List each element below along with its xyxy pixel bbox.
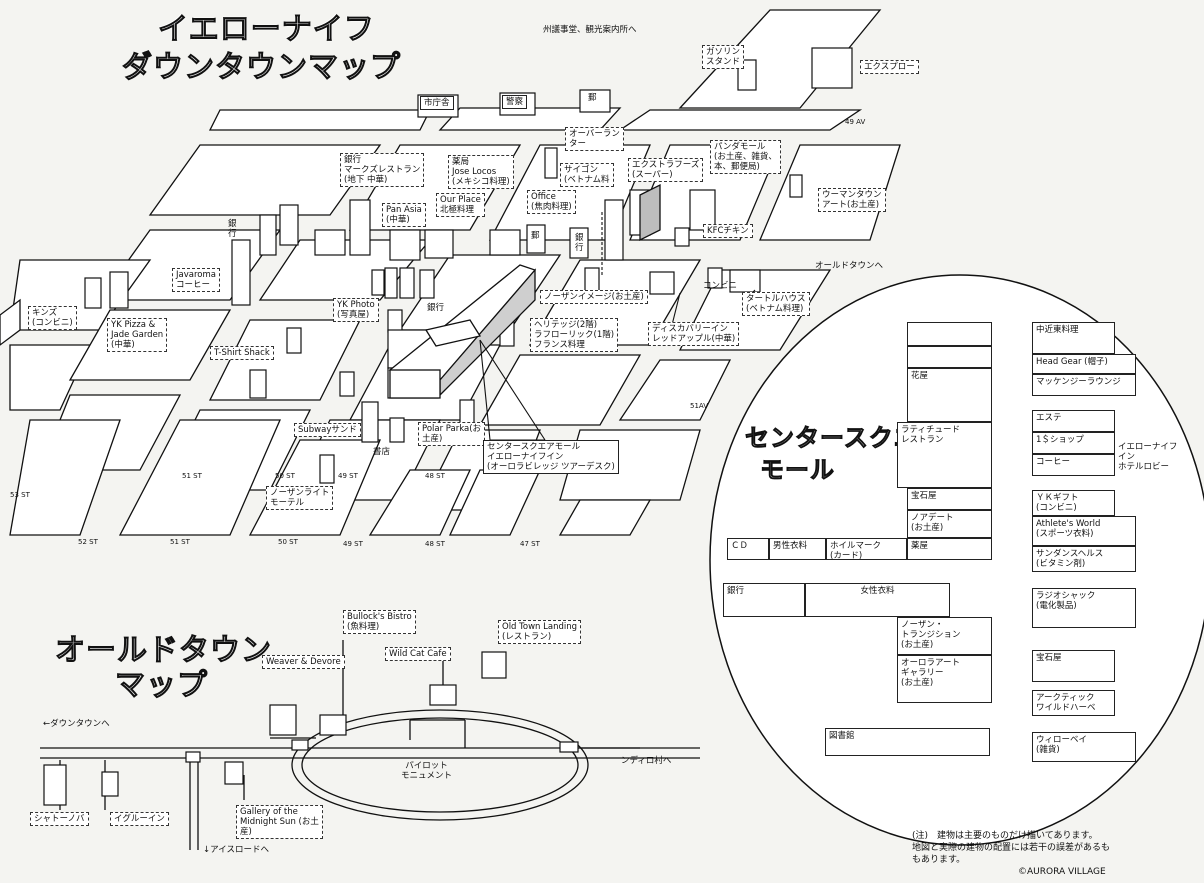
footer-copyright: ©AURORA VILLAGE: [1018, 867, 1106, 877]
label-extra-foods: エクストラフーズ (スーパー): [628, 158, 704, 182]
mall-store-sundance: サンダンスヘルス (ビタミン剤): [1032, 546, 1136, 572]
label-post: 郵: [588, 93, 597, 103]
mall-store-hallmark: ホイルマーク (カード): [826, 538, 907, 561]
mall-store-radioshack: ラジオシャック (電化製品): [1032, 588, 1136, 628]
street-48st-b: 48 ST: [425, 540, 445, 548]
label-pan-asia: Pan Asia (中華): [382, 203, 426, 227]
label-discovery: ディスカバリーイン レッドアップル(中華): [648, 322, 740, 346]
label-turtle-house: タートルハウス (ベトナム料理): [742, 292, 810, 316]
mall-store-hanaya: 花屋: [907, 368, 992, 422]
label-post-2: 郵: [531, 231, 540, 241]
label-center-square: センタースクエアモール イエローナイフイン (オーロラビレッジ ツアーデスク): [483, 440, 619, 474]
label-javaroma: Javaroma コーヒー: [172, 268, 220, 292]
street-49st-b: 49 ST: [343, 540, 363, 548]
mall-store-northern-art: ノアデート (お土産): [907, 510, 992, 538]
label-kfc: KFCチキン: [703, 224, 753, 238]
mall-store-jewel-2: 宝石屋: [1032, 650, 1115, 682]
label-gas-station: ガソリン スタンド: [702, 45, 745, 69]
mall-store-latitude: ラティチュード レストラン: [897, 422, 992, 488]
street-51st-b: 51 ST: [170, 538, 190, 546]
label-bank-2: 銀 行: [575, 233, 584, 253]
label-woman-town: ウーマンタウン アート(お土産): [818, 188, 886, 212]
oldtown-title-line1: オールドタウン: [55, 633, 272, 669]
mall-store-bank: 銀行: [723, 583, 805, 617]
street-47st: 47 ST: [520, 540, 540, 548]
street-49av: 49 AV: [845, 118, 866, 126]
mall-store-yk-inn: イエローナイフ イン ホテルロビー: [1118, 442, 1178, 472]
label-saigon: サイゴン (ベトナム料: [560, 163, 614, 187]
street-51av: 51AV: [690, 402, 709, 410]
label-panda: パンダモール (お土産、雑貨、 本、郵便局): [710, 140, 781, 174]
mall-store-jewel-1: 宝石屋: [907, 488, 992, 510]
label-bookstore: 書店: [373, 447, 391, 457]
mall-store-pharmacy: 薬屋: [907, 538, 992, 560]
label-northern-image: ノーザンイメージ(お土産): [540, 290, 648, 304]
label-kins: キンズ (コンビニ): [28, 306, 77, 330]
mall-store-northern-transition: ノーザン・ トランジション (お土産): [897, 617, 992, 655]
mall-store-cd: ＣＤ: [727, 538, 769, 560]
street-52st: 52 ST: [78, 538, 98, 546]
label-city-hall: 市庁舎: [420, 96, 454, 110]
mall-store-mackenzie: マッケンジーラウンジ: [1032, 374, 1136, 396]
label-jose: 薬局 Jose Locos (メキシコ料理): [448, 155, 514, 189]
mall-store-head-gear: Head Gear (帽子): [1032, 354, 1136, 374]
label-igloo: イグルーイン: [110, 812, 169, 826]
street-50st-a: 50 ST: [275, 472, 295, 480]
label-office: Office (焦肉料理): [527, 190, 576, 214]
mall-unit-blank-2: [907, 346, 992, 368]
footer-note: (注) 建物は主要のものだけ描いてあります。 地図と実際の建物の配置には若干の誤…: [912, 831, 1111, 865]
street-49st-a: 49 ST: [338, 472, 358, 480]
mall-store-mens: 男性衣料: [769, 538, 826, 560]
label-subway: Subwayサンド: [294, 423, 361, 437]
label-heritage: ヘリテッジ(2階) ラフローリック(1階) フランス料理: [530, 318, 619, 352]
label-shato: シャトーノバ: [30, 812, 89, 826]
street-51st-a: 51 ST: [182, 472, 202, 480]
label-wildcat: Wild Cat Cafe: [385, 647, 451, 661]
mall-store-yk-gift: ＹＫギフト (コンビニ): [1032, 490, 1115, 516]
label-combini: コンビニ: [703, 281, 738, 291]
label-marx: 銀行 マークズレストラン (地下 中華): [340, 153, 425, 187]
direction-to-ndilo: ンディロ村へ: [621, 756, 672, 766]
mall-unit-blank-1: [907, 322, 992, 346]
downtown-title-line1: イエローナイフ: [158, 12, 375, 48]
downtown-title-line2: ダウンタウンマップ: [122, 50, 401, 86]
label-gallery: Gallery of the Midnight Sun (お土 産): [236, 805, 323, 839]
direction-to-oldtown: オールドタウンへ: [815, 261, 884, 271]
direction-to-ice-road: ↓アイスロードへ: [203, 845, 269, 855]
street-50st-b: 50 ST: [278, 538, 298, 546]
mall-store-arctic: アークティック ワイルドハーベ: [1032, 690, 1115, 716]
mall-store-esthe: エステ: [1032, 410, 1115, 432]
mall-store-aurora-art: オーロラアート ギャラリー (お土産): [897, 655, 992, 703]
label-yk-photo: YK Photo (写真屋): [333, 298, 379, 322]
label-bank-1: 銀 行: [228, 219, 237, 239]
street-48st-a: 48 ST: [425, 472, 445, 480]
oldtown-title-line2: マップ: [115, 668, 208, 704]
label-police: 警察: [502, 95, 528, 109]
label-bank-3: 銀行: [427, 303, 445, 313]
direction-to-downtown: ←ダウンタウンへ: [43, 719, 110, 729]
label-pilot-monument: パイロット モニュメント: [401, 761, 453, 781]
label-northern-lite: ノーザンライト モーテル: [266, 486, 334, 510]
label-tshirt-shack: T-Shirt Shack: [210, 346, 274, 360]
mall-store-library: 図書館: [825, 728, 990, 756]
mall-store-womens: 女性衣料: [805, 583, 950, 617]
label-explorer: エクスプロー: [860, 60, 919, 74]
mall-store-coffee: コーヒー: [1032, 454, 1115, 476]
label-our-place: Our Place 北極料理: [436, 193, 485, 217]
mall-store-one-dollar: 1＄ショップ: [1032, 432, 1115, 454]
street-53st: 53 ST: [10, 491, 30, 499]
label-old-town-landing: Old Town Landing (レストラン): [498, 620, 582, 644]
label-yk-pizza: YK Pizza & Jade Garden (中華): [107, 318, 168, 352]
label-over-lantern: オーバーラン ター: [565, 127, 624, 151]
label-polar-parka: Polar Parka(お 土産): [418, 422, 486, 446]
label-weaver: Weaver & Devore: [262, 655, 345, 669]
mall-title-line2: モール: [760, 456, 835, 485]
mall-store-athletes: Athlete's World (スポーツ衣料): [1032, 516, 1136, 546]
mall-store-willowby: ウィローベイ (雑貨): [1032, 732, 1136, 762]
direction-to-airport: 州議事堂、観光案内所へ: [543, 25, 637, 35]
label-bullock: Bullock's Bistro (魚料理): [343, 610, 416, 634]
mall-store-chinese: 中近東料理: [1032, 322, 1115, 354]
